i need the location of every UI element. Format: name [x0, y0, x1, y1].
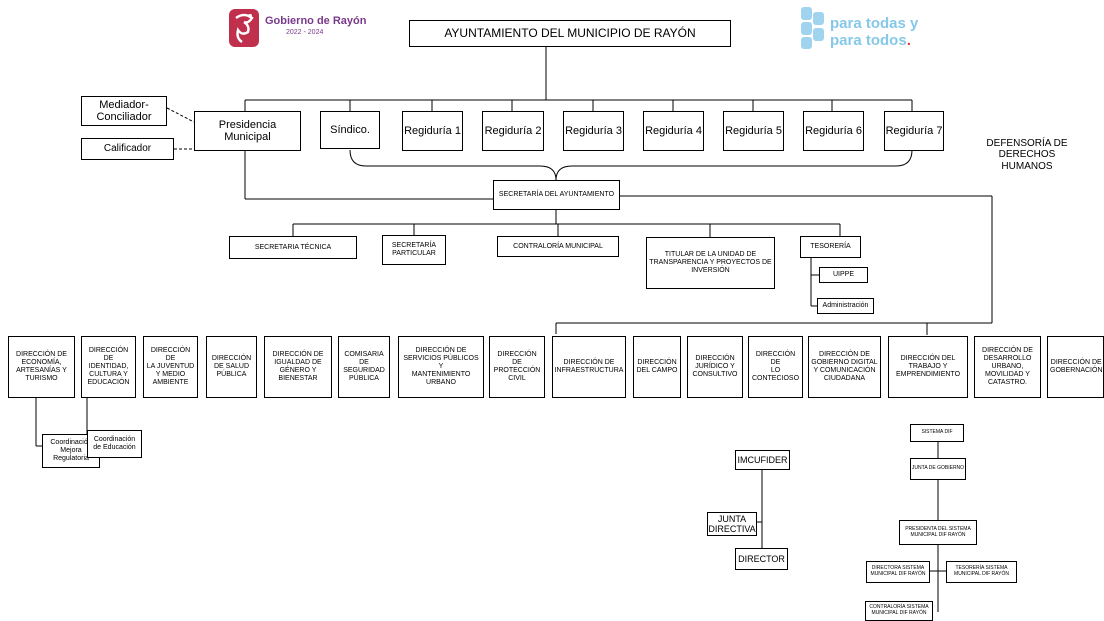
uippe-box: UIPPE — [819, 267, 868, 283]
calificador-box: Calificador — [81, 138, 174, 160]
direccion-infraestructura-box: DIRECCIÓN DE INFRAESTRUCTURA — [552, 336, 626, 398]
sindico-box: Síndico. — [320, 111, 380, 149]
directora-dif-box: DIRECTORA SISTEMA MUNICIPAL DIF RAYÓN — [866, 561, 930, 583]
direccion-campo-box: DIRECCIÓN DEL CAMPO — [633, 336, 681, 398]
direccion-salud-box: DIRECCIÓN DE SALUD PÚBLICA — [206, 336, 257, 398]
logo-gobierno-rayon: Gobierno de Rayón 2022 - 2024 — [228, 6, 378, 50]
tesoreria-dif-box: TESORERÍA SISTEMA MUNICIPAL DIF RAYÓN — [946, 561, 1017, 583]
slogan-line-2: para todos — [830, 32, 907, 49]
direccion-servicios-publicos-box: DIRECCIÓN DE SERVICIOS PÚBLICOS Y MANTEN… — [398, 336, 484, 398]
regiduria-2-box: Regiduría 2 — [482, 111, 544, 151]
tesoreria-box: TESORERÍA — [800, 236, 861, 258]
slogan-dot: . — [906, 32, 911, 49]
mediador-conciliador-box: Mediador- Conciliador — [81, 96, 167, 126]
direccion-desarrollo-urbano-box: DIRECCIÓN DE DESARROLLO URBANO, MOVILIDA… — [974, 336, 1041, 398]
regiduria-7-box: Regiduría 7 — [884, 111, 944, 151]
presidencia-municipal-box: Presidencia Municipal — [194, 111, 301, 151]
comisaria-seguridad-box: COMISARIA DE SEGURIDAD PÚBLICA — [338, 336, 390, 398]
regiduria-1-box: Regiduría 1 — [402, 111, 463, 151]
direccion-trabajo-box: DIRECCIÓN DEL TRABAJO Y EMPRENDIMIENTO — [888, 336, 968, 398]
presidenta-dif-box: PRESIDENTA DEL SISTEMA MUNICIPAL DIF RAY… — [899, 520, 977, 545]
direccion-gobernacion-box: DIRECCIÓN DE GOBERNACIÓN — [1047, 336, 1104, 398]
regiduria-6-box: Regiduría 6 — [803, 111, 864, 151]
logo-para-todas: para todas y para todos. — [800, 6, 940, 50]
defensoria-derechos-humanos: DEFENSORÍA DE DERECHOS HUMANOS — [986, 137, 1068, 172]
coordinacion-educacion-box: Coordinación de Educación — [87, 430, 142, 458]
administracion-box: Administración — [817, 298, 874, 314]
imcufider-box: IMCUFIDER — [735, 450, 790, 470]
slogan-line-2-wrap: para todos. — [830, 32, 911, 50]
logo-name: Gobierno de Rayón — [265, 15, 367, 27]
direccion-gobierno-digital-box: DIRECCIÓN DE GOBIERNO DIGITAL Y COMUNICA… — [808, 336, 881, 398]
transparencia-box: TITULAR DE LA UNIDAD DE TRANSPARENCIA Y … — [646, 237, 775, 289]
direccion-juventud-box: DIRECCIÓN DE LA JUVENTUD Y MEDIO AMBIENT… — [143, 336, 198, 398]
junta-directiva-box: JUNTA DIRECTIVA — [707, 512, 757, 536]
direccion-contencioso-box: DIRECCIÓN DE LO CONTECIOSO — [748, 336, 803, 398]
direccion-juridico-box: DIRECCIÓN JURÍDICO Y CONSULTIVO — [687, 336, 743, 398]
contraloria-dif-box: CONTRALORÍA SISTEMA MUNICIPAL DIF RAYÓN — [865, 601, 933, 621]
rayon-emblem-icon — [229, 9, 259, 47]
ayuntamiento-box: AYUNTAMIENTO DEL MUNICIPIO DE RAYÓN — [409, 20, 731, 47]
ray-emblem-icon — [801, 7, 824, 49]
secretaria-ayuntamiento-box: SECRETARÍA DEL AYUNTAMIENTO — [493, 180, 620, 210]
direccion-identidad-box: DIRECCIÓN DE IDENTIDAD, CULTURA Y EDUCAC… — [81, 336, 136, 398]
regiduria-5-box: Regiduría 5 — [723, 111, 784, 151]
regiduria-3-box: Regiduría 3 — [563, 111, 624, 151]
contraloria-municipal-box: CONTRALORÍA MUNICIPAL — [497, 236, 619, 257]
regiduria-4-box: Regiduría 4 — [643, 111, 704, 151]
logo-years: 2022 - 2024 — [286, 29, 324, 36]
direccion-economia-box: DIRECCIÓN DE ECONOMÍA, ARTESANÍAS Y TURI… — [8, 336, 75, 398]
sistema-dif-box: SISTEMA DIF — [910, 424, 964, 442]
junta-gobierno-box: JUNTA DE GOBIERNO — [910, 458, 966, 480]
director-box: DIRECTOR — [735, 548, 788, 570]
direccion-proteccion-civil-box: DIRECCIÓN DE PROTECCIÓN CIVIL — [489, 336, 545, 398]
secretaria-tecnica-box: SECRETARIA TÉCNICA — [229, 236, 357, 259]
direccion-igualdad-box: DIRECCIÓN DE IGUALDAD DE GÉNERO Y BIENES… — [264, 336, 332, 398]
secretaria-particular-box: SECRETARÍA PARTICULAR — [382, 235, 446, 265]
slogan-line-1: para todas y — [830, 15, 919, 32]
